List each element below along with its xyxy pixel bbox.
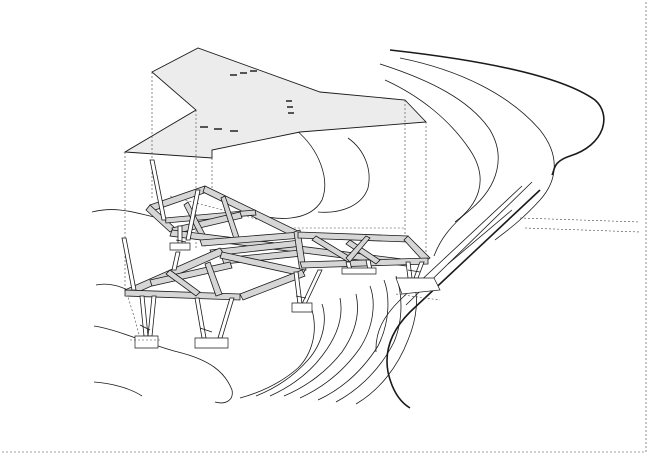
roof-skylights	[200, 70, 294, 132]
columns	[121, 159, 425, 339]
structural-frame	[124, 185, 431, 301]
terrain-contours	[91, 57, 555, 405]
road	[375, 49, 641, 409]
sheet-frame	[2, 2, 647, 453]
footings	[130, 242, 441, 349]
roof-plate	[123, 47, 427, 159]
bracing-details	[139, 239, 421, 333]
